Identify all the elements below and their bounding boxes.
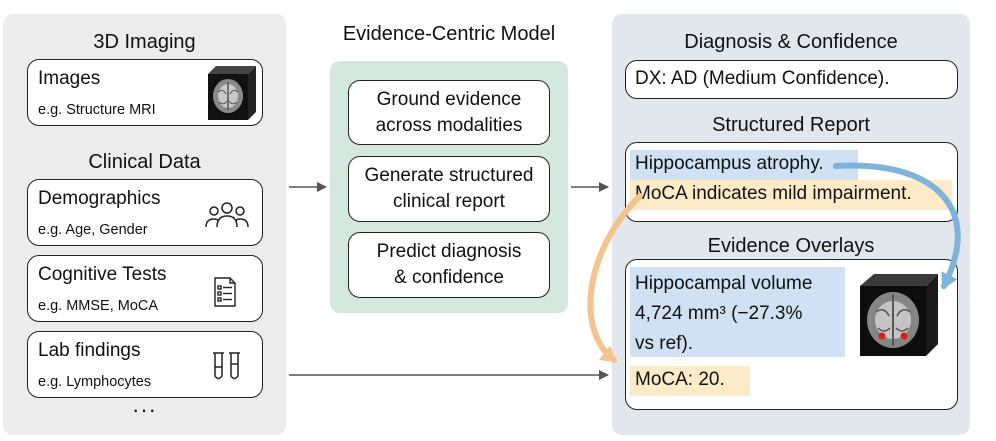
cognitive-tests-subtitle: e.g. MMSE, MoCA	[38, 298, 159, 314]
step-line: clinical report	[393, 191, 505, 212]
mri-overlay-icon	[860, 274, 938, 356]
test-tubes-icon	[213, 352, 240, 380]
cognitive-tests-card: Cognitive Tests e.g. MMSE, MoCA	[27, 255, 263, 322]
step-predict-diagnosis: Predict diagnosis & confidence	[348, 232, 550, 298]
overlay-title: Evidence Overlays	[707, 235, 875, 257]
lab-findings-card: Lab findings e.g. Lymphocytes	[27, 331, 263, 398]
demographics-title: Demographics	[38, 188, 161, 209]
clinical-title: Clinical Data	[88, 151, 201, 173]
overlay-volume-line3: vs ref).	[635, 333, 694, 354]
report-title: Structured Report	[712, 114, 870, 136]
overlay-blue-highlight	[630, 267, 845, 357]
diagnosis-text: DX: AD (Medium Confidence).	[635, 68, 890, 89]
report-hippocampus-line: Hippocampus atrophy.	[630, 150, 858, 180]
clipboard-icon	[214, 277, 236, 307]
mri-cube-icon	[208, 66, 256, 120]
diagnosis-box: DX: AD (Medium Confidence).	[625, 60, 958, 99]
images-card: Images e.g. Structure MRI	[27, 59, 263, 126]
diagnosis-title: Diagnosis & Confidence	[684, 31, 898, 53]
step-line: Generate structured	[364, 165, 534, 186]
step-line: Ground evidence	[376, 88, 522, 110]
imaging-title: 3D Imaging	[93, 31, 196, 53]
images-subtitle: e.g. Structure MRI	[38, 102, 156, 118]
step-line: & confidence	[394, 267, 504, 288]
model-title: Evidence-Centric Model	[342, 23, 556, 45]
more-inputs-ellipsis: ···	[132, 397, 157, 422]
lab-findings-title: Lab findings	[38, 340, 141, 361]
people-icon	[205, 202, 249, 228]
step-ground-evidence: Ground evidence across modalities	[348, 80, 550, 145]
overlay-volume-line1: Hippocampal volume	[635, 273, 813, 294]
report-moca-line: MoCA indicates mild impairment.	[630, 180, 952, 210]
step-generate-report: Generate structured clinical report	[348, 156, 550, 222]
cognitive-tests-title: Cognitive Tests	[38, 264, 167, 285]
overlay-volume-line2: 4,724 mm³ (−27.3%	[635, 303, 803, 324]
overlay-moca-line: MoCA: 20.	[630, 366, 750, 396]
lab-findings-subtitle: e.g. Lymphocytes	[38, 374, 152, 390]
step-line: across modalities	[375, 114, 523, 136]
demographics-card: Demographics e.g. Age, Gender	[27, 179, 263, 246]
step-line: Predict diagnosis	[376, 241, 522, 262]
demographics-subtitle: e.g. Age, Gender	[38, 222, 148, 238]
images-title: Images	[38, 68, 101, 89]
